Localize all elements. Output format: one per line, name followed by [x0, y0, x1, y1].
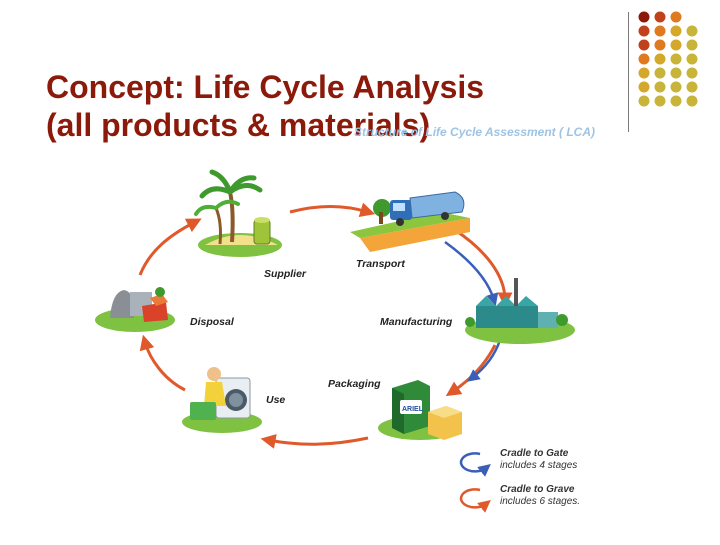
decorative-dot — [638, 67, 650, 79]
decorative-dot — [654, 39, 666, 51]
decorative-dot — [670, 81, 682, 93]
decorative-dot — [686, 67, 698, 79]
grave-arrow-disposal-supplier — [138, 218, 202, 276]
legend-grave-arrow — [459, 488, 491, 513]
product-brand-text: ARIEL — [402, 406, 424, 413]
stage-label-transport: Transport — [356, 258, 405, 270]
legend-gate-title: Cradle to Gate — [500, 448, 569, 459]
grave-arrow-packaging-use — [260, 434, 369, 449]
decorative-dot — [686, 39, 698, 51]
decorative-dot — [670, 25, 682, 37]
corner-divider — [628, 12, 629, 132]
decorative-dot — [654, 67, 666, 79]
grave-arrow-transport-manufacturing — [454, 228, 513, 308]
use-illustration — [182, 367, 262, 433]
packaging-illustration: ARIEL — [378, 380, 462, 440]
legend-grave-title: Cradle to Grave — [500, 484, 575, 495]
decorative-dot — [654, 95, 666, 107]
decorative-dot — [670, 67, 682, 79]
gate-arrow-transport-manufacturing — [444, 240, 499, 306]
legend-grave-desc: includes 6 stages. — [500, 496, 581, 507]
grave-arrow-use-disposal — [139, 334, 186, 392]
legend-cradle-to-gate: Cradle to Gate includes 4 stages — [500, 448, 577, 472]
decorative-dot — [638, 81, 650, 93]
decorative-dot — [638, 25, 650, 37]
decorative-dot — [686, 95, 698, 107]
slide-title-line-1: Concept: Life Cycle Analysis — [46, 69, 485, 105]
decorative-dot — [654, 11, 666, 23]
decorative-dot — [686, 81, 698, 93]
stage-label-use: Use — [266, 394, 286, 406]
decorative-dot — [670, 39, 682, 51]
stage-label-packaging: Packaging — [328, 378, 381, 390]
decorative-dot — [654, 53, 666, 65]
decorative-dot — [654, 25, 666, 37]
manufacturing-illustration — [465, 278, 575, 344]
disposal-illustration — [95, 287, 175, 332]
decorative-dot — [670, 53, 682, 65]
decorative-dot — [686, 53, 698, 65]
decorative-dot-grid — [638, 11, 698, 107]
life-cycle-artwork: ARIEL — [95, 169, 575, 513]
life-cycle-diagram: ARIEL Suppli — [0, 150, 720, 540]
slide-title: Concept: Life Cycle Analysis (all produc… — [46, 68, 606, 144]
stage-label-disposal: Disposal — [190, 316, 234, 328]
legend-gate-arrow — [459, 452, 491, 477]
decorative-dot — [638, 11, 650, 23]
decorative-dot — [638, 39, 650, 51]
slide-title-line-2: (all products & materials) — [46, 107, 431, 143]
grave-arrow-supplier-transport — [289, 202, 376, 217]
gate-arrow-manufacturing-packaging — [467, 339, 502, 382]
decorative-dot — [686, 25, 698, 37]
legend-cradle-to-grave: Cradle to Grave includes 6 stages. — [500, 484, 580, 508]
decorative-dot — [670, 95, 682, 107]
legend-gate-desc: includes 4 stages — [500, 460, 578, 471]
decorative-dot — [654, 81, 666, 93]
stage-label-manufacturing: Manufacturing — [380, 316, 453, 328]
supplier-illustration — [194, 169, 282, 257]
decorative-dot — [670, 11, 682, 23]
cradle-to-gate-cycle — [444, 240, 502, 382]
grave-arrow-manufacturing-packaging — [445, 344, 497, 397]
decorative-dot — [638, 95, 650, 107]
diagram-caption: Structure of Life Cycle Assessment ( LCA… — [354, 125, 595, 139]
decorative-dot — [638, 53, 650, 65]
transport-illustration — [350, 191, 470, 252]
stage-label-supplier: Supplier — [264, 268, 307, 280]
